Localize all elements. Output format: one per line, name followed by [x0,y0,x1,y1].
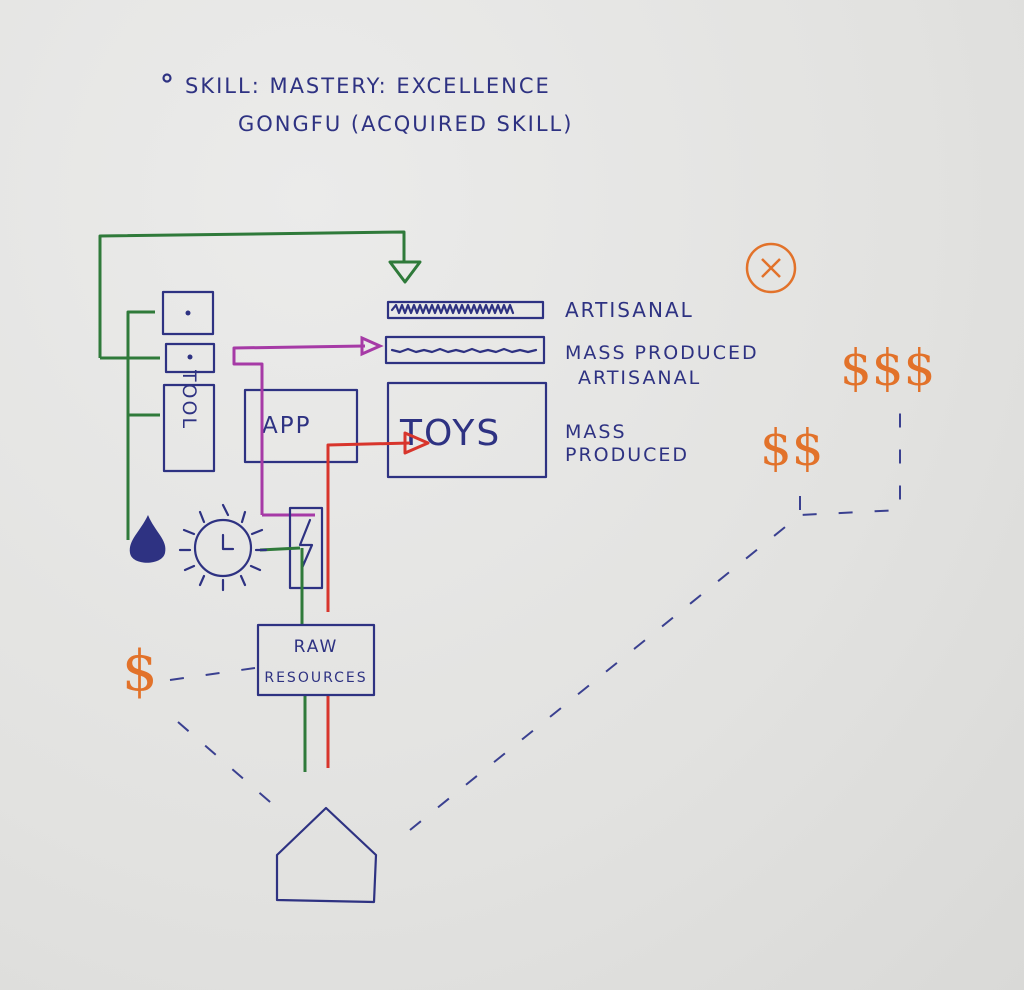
raw-label-2: RESOURCES [264,670,367,686]
tool-box [162,383,216,473]
mass-produced-artisanal-bar [384,335,546,365]
tier-label-mp-2: PRODUCED [565,444,689,466]
dashed-line [409,410,901,831]
water-drop-icon [129,515,166,563]
priceless-icon [745,242,797,294]
app-box [243,388,359,464]
green-arrowhead [388,260,422,284]
lightning-icon [298,518,314,570]
toys-box [386,381,548,479]
sun-rays [178,503,268,592]
price-raw: $ [122,639,158,704]
dashed-line [177,721,286,816]
tool-label: TOOL [178,369,200,430]
raw-label-1: RAW [294,637,339,657]
dot-icon [185,310,191,316]
app-label: APP [262,413,311,439]
small-box-2 [164,342,216,374]
purple-arrowhead [360,335,384,357]
price-mass-produced: $$ [760,419,824,477]
dot-icon [187,354,193,360]
red-arrow [326,441,411,612]
header-line-2: GONGFU (ACQUIRED SKILL) [238,112,573,136]
artisanal-bar [386,300,545,320]
purple-arrow [232,344,366,515]
header-line-1: SKILL: MASTERY: EXCELLENCE [185,74,551,98]
house-icon [275,806,378,904]
sun-clock-icon [193,518,253,578]
price-mass-produced-artisanal: $$$ [840,339,935,397]
green-line [259,546,307,772]
tier-label-mpa-1: MASS PRODUCED [565,342,759,364]
red-arrowhead [403,431,430,455]
tier-label-mpa-2: ARTISANAL [578,367,701,389]
tier-label-mp-1: MASS [565,421,627,443]
bullet-icon [162,73,172,83]
dashed-line [169,667,256,681]
x-mark [761,258,781,278]
scribble [390,347,538,354]
raw-resources-box [256,623,376,697]
scribble [390,303,515,315]
green-feedback-arrow [98,230,406,540]
tier-label-artisanal: ARTISANAL [565,298,694,322]
small-box-1 [161,290,215,336]
